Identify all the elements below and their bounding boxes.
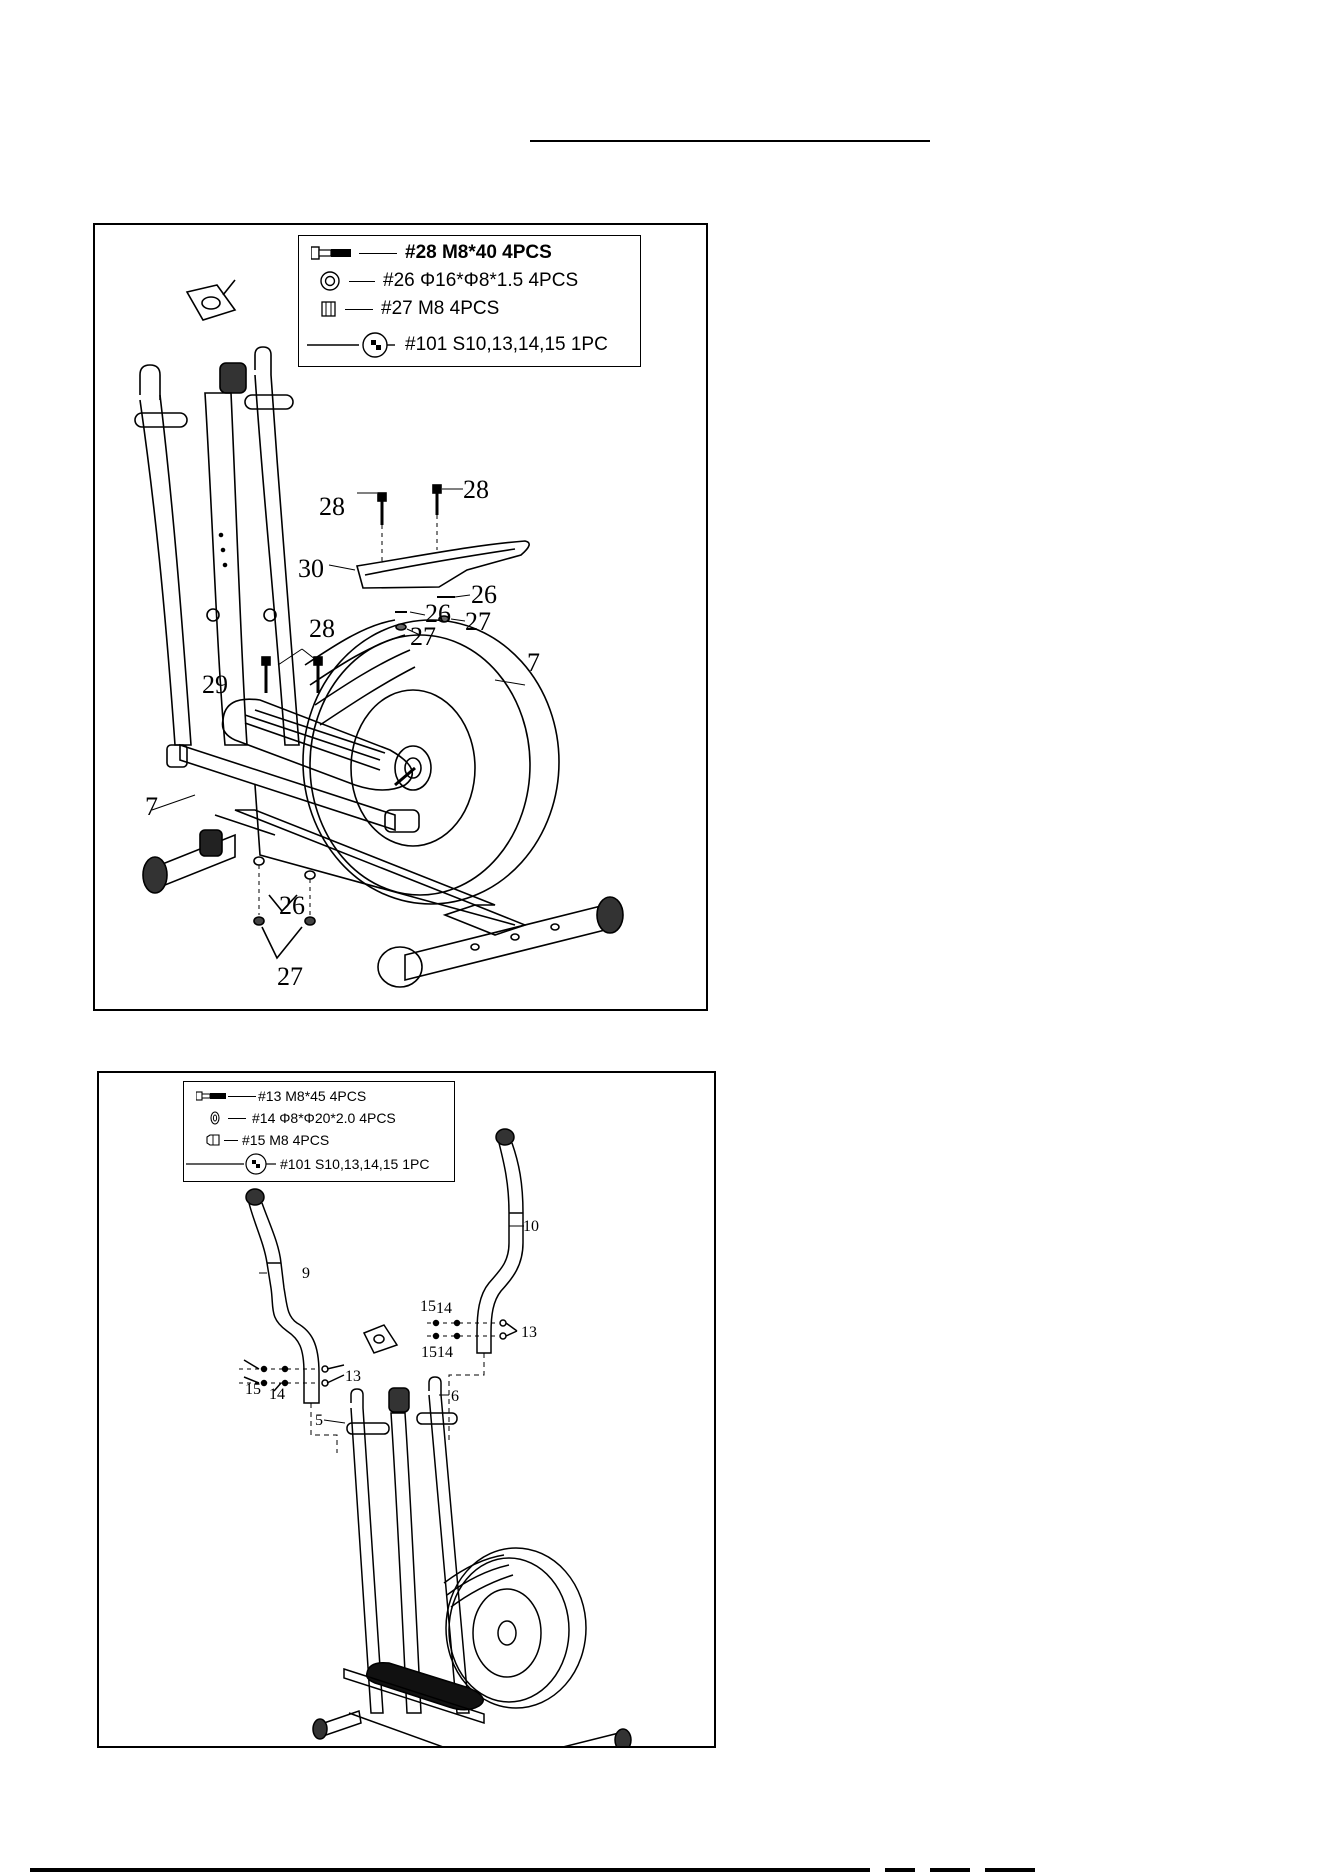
cover-plate <box>357 541 529 588</box>
callout-27c: 27 <box>277 962 303 991</box>
callout-9: 9 <box>302 1265 310 1282</box>
step-2-hardware-legend: #13 M8*45 4PCS #14 Φ8*Φ20*2.0 4PCS #15 M… <box>183 1081 455 1182</box>
nut-icon <box>206 1134 220 1146</box>
callout-28b: 28 <box>463 475 489 504</box>
wrench-icon <box>307 331 395 359</box>
callout-28c: 28 <box>309 614 335 643</box>
callout-30: 30 <box>298 554 324 583</box>
legend-label-13: #13 M8*45 4PCS <box>258 1088 366 1104</box>
callout-28a: 28 <box>319 492 345 521</box>
callout-14c: 14 <box>269 1386 285 1403</box>
right-upright <box>255 375 299 745</box>
callout-7b: 7 <box>145 792 158 821</box>
assembly-step-1-panel: 28 28 28 30 26 26 26 27 27 27 7 7 29 #28… <box>93 223 708 1011</box>
title-underline <box>530 140 930 142</box>
washer-icon <box>208 1111 222 1125</box>
legend-label-26: #26 Φ16*Φ8*1.5 4PCS <box>383 270 578 292</box>
callout-6: 6 <box>451 1388 459 1405</box>
callout-15b: 15 <box>421 1344 437 1361</box>
callout-14a: 14 <box>436 1300 452 1317</box>
legend-row-nut: #27 M8 4PCS <box>321 296 499 322</box>
callout-13b: 13 <box>345 1368 361 1385</box>
callout-29: 29 <box>202 670 228 699</box>
callout-27a: 27 <box>410 622 436 651</box>
tension-knob <box>389 1388 409 1412</box>
legend-label-14: #14 Φ8*Φ20*2.0 4PCS <box>252 1110 396 1126</box>
callout-15c: 15 <box>245 1381 261 1398</box>
legend-row-washer: #26 Φ16*Φ8*1.5 4PCS <box>319 268 578 294</box>
assembly-step-2-panel: 10 9 15 14 13 15 14 15 14 13 5 6 #13 M8*… <box>97 1071 716 1748</box>
bolt-icon <box>196 1091 226 1101</box>
left-handlebar <box>249 1203 319 1403</box>
step-1-hardware-legend: #28 M8*40 4PCS #26 Φ16*Φ8*1.5 4PCS #27 M… <box>298 235 641 367</box>
tension-knob <box>220 363 246 393</box>
front-foot-cap <box>313 1719 327 1739</box>
callout-5: 5 <box>315 1412 323 1429</box>
foot-pedal <box>223 699 413 790</box>
legend-row-wrench: #101 S10,13,14,15 1PC <box>307 332 608 358</box>
legend-row-bolt: #28 M8*40 4PCS <box>311 240 552 266</box>
bolt-icon <box>311 246 351 260</box>
callout-26b: 26 <box>471 580 497 609</box>
callout-27b: 27 <box>465 607 491 636</box>
legend-label-27: #27 M8 4PCS <box>381 298 499 320</box>
legend-row-washer: #14 Φ8*Φ20*2.0 4PCS <box>208 1108 396 1128</box>
legend-row-nut: #15 M8 4PCS <box>206 1130 329 1150</box>
callout-13a: 13 <box>521 1324 537 1341</box>
right-upright <box>429 1395 469 1713</box>
legend-label-101: #101 S10,13,14,15 1PC <box>405 334 608 356</box>
nut-icon <box>321 301 337 317</box>
front-stabilizer <box>160 835 235 887</box>
legend-row-bolt: #13 M8*45 4PCS <box>196 1086 366 1106</box>
callout-15a: 15 <box>420 1298 436 1315</box>
legend-label-101: #101 S10,13,14,15 1PC <box>280 1156 429 1172</box>
legend-row-wrench: #101 S10,13,14,15 1PC <box>186 1154 429 1174</box>
callout-7a: 7 <box>527 648 540 677</box>
callout-10: 10 <box>523 1218 539 1235</box>
page-bottom-edge <box>30 1866 1300 1872</box>
callout-26c: 26 <box>279 891 305 920</box>
left-upright <box>140 395 191 745</box>
wrench-icon <box>186 1152 276 1176</box>
callout-14b: 14 <box>437 1344 453 1361</box>
legend-label-28: #28 M8*40 4PCS <box>405 242 552 264</box>
washer-icon <box>319 270 341 292</box>
legend-label-15: #15 M8 4PCS <box>242 1132 329 1148</box>
rear-stabilizer <box>459 1733 619 1746</box>
